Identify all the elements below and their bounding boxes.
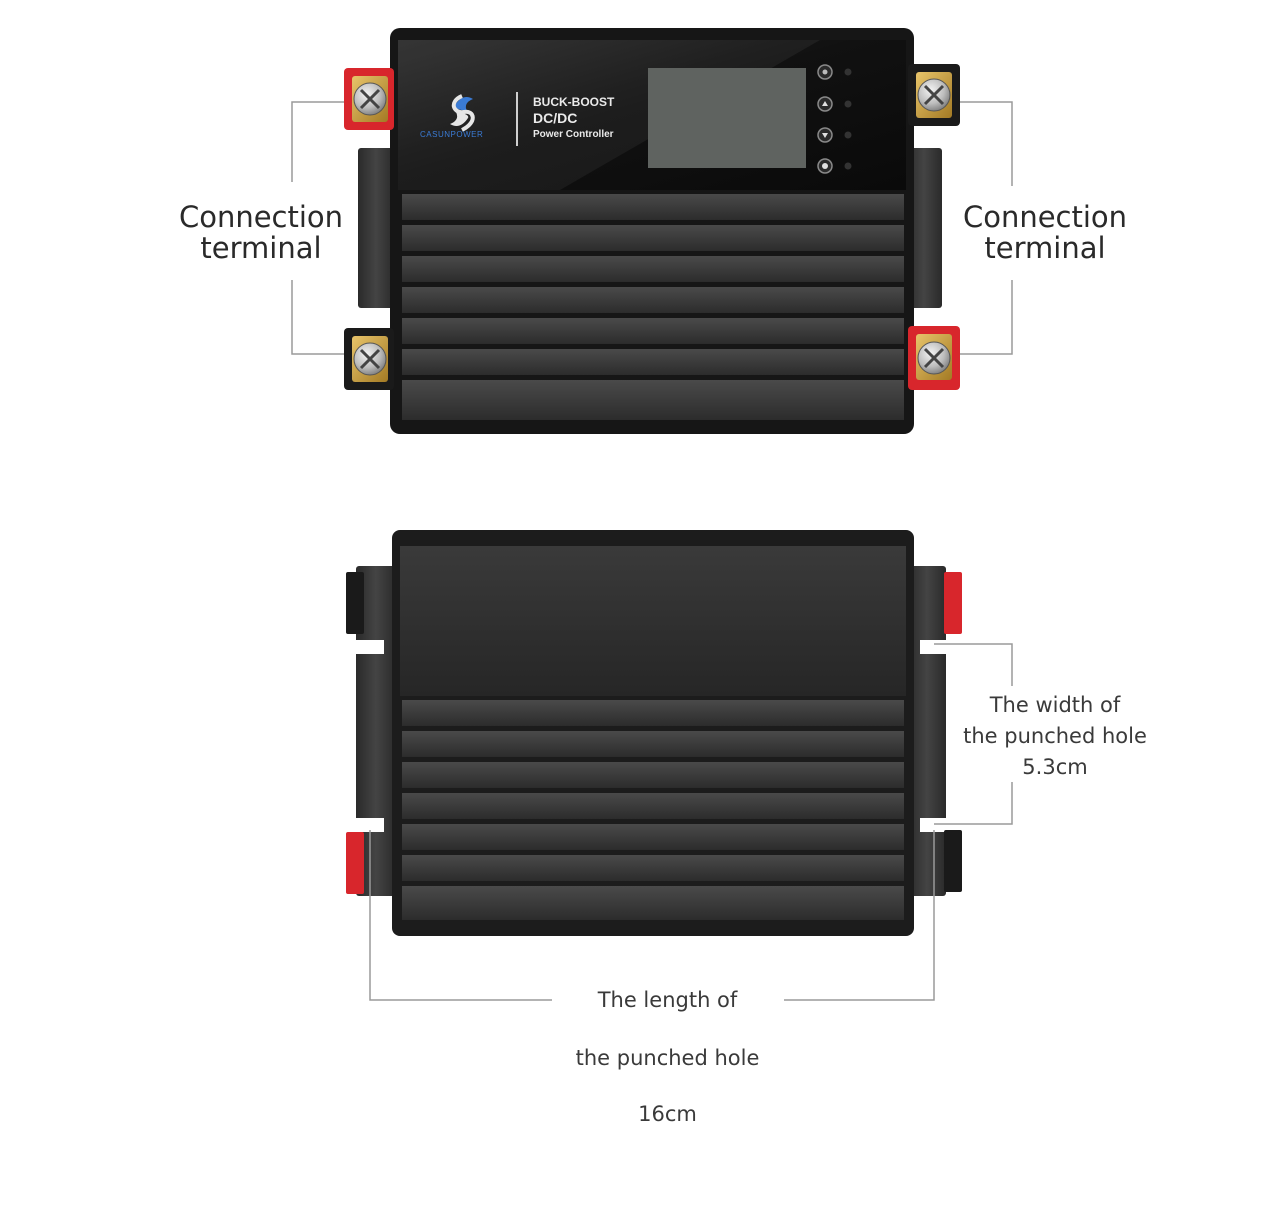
punched-hole-right-top <box>920 640 948 654</box>
bottom-fins <box>402 700 904 920</box>
hole-width-label: The width of the punched hole 5.3cm <box>950 690 1160 783</box>
hole-width-line1: The width of <box>989 693 1121 717</box>
product-title-line1: BUCK-BOOST <box>533 95 615 109</box>
right-terminal-label-line1: Connection <box>962 200 1128 234</box>
terminal-bottom-right <box>908 326 960 390</box>
hole-width-value: 5.3cm <box>1022 755 1088 779</box>
left-terminal-label-line1: Connection <box>178 200 344 234</box>
brand-name: CASUNPOWER <box>420 130 484 139</box>
bottom-device <box>346 530 1013 1001</box>
top-device <box>291 28 1013 434</box>
guide-line-left-bottom <box>291 280 344 355</box>
punched-hole-right-bottom <box>920 818 948 832</box>
product-title-line2: DC/DC <box>533 110 578 126</box>
hole-length-line2: the punched hole <box>575 1046 760 1070</box>
brand-logo-icon <box>450 94 475 132</box>
bottom-top-plate <box>400 546 906 696</box>
indicator-led-icon <box>844 131 852 139</box>
right-bracket <box>906 148 942 308</box>
guide-line-right-top <box>960 101 1013 186</box>
left-terminal-label-line2: terminal <box>200 231 322 265</box>
terminal-top-left <box>344 68 394 130</box>
hole-width-line2: the punched hole <box>963 724 1147 748</box>
top-fins <box>402 194 904 420</box>
punched-hole-left-top <box>356 640 384 654</box>
guide-line-width-top <box>934 643 1013 686</box>
hole-length-line1: The length of <box>597 988 738 1012</box>
left-bracket <box>358 148 394 308</box>
terminal-left-top <box>346 572 364 634</box>
terminal-top-right <box>908 64 960 126</box>
hole-length-value: 16cm <box>638 1102 697 1126</box>
lcd-screen <box>648 68 806 168</box>
product-title-line3: Power Controller <box>533 129 614 140</box>
terminal-right-top <box>944 572 962 634</box>
control-buttons <box>817 64 852 174</box>
indicator-led-icon <box>844 68 852 76</box>
indicator-led-icon <box>844 162 852 170</box>
guide-line-right-bottom <box>960 280 1013 355</box>
terminal-right-bottom <box>944 830 962 892</box>
right-terminal-label-line2: terminal <box>984 231 1106 265</box>
right-terminal-label: Connection terminal <box>954 202 1136 264</box>
guide-line-width-bottom <box>934 782 1013 825</box>
left-terminal-label: Connection terminal <box>170 202 352 264</box>
indicator-led-icon <box>844 100 852 108</box>
terminal-bottom-left <box>344 328 394 390</box>
terminal-left-bottom <box>346 832 364 894</box>
punched-hole-left-bottom <box>356 818 384 832</box>
guide-line-length-left <box>369 830 552 1001</box>
guide-line-left-top <box>291 101 344 182</box>
guide-line-length-right <box>784 830 935 1001</box>
